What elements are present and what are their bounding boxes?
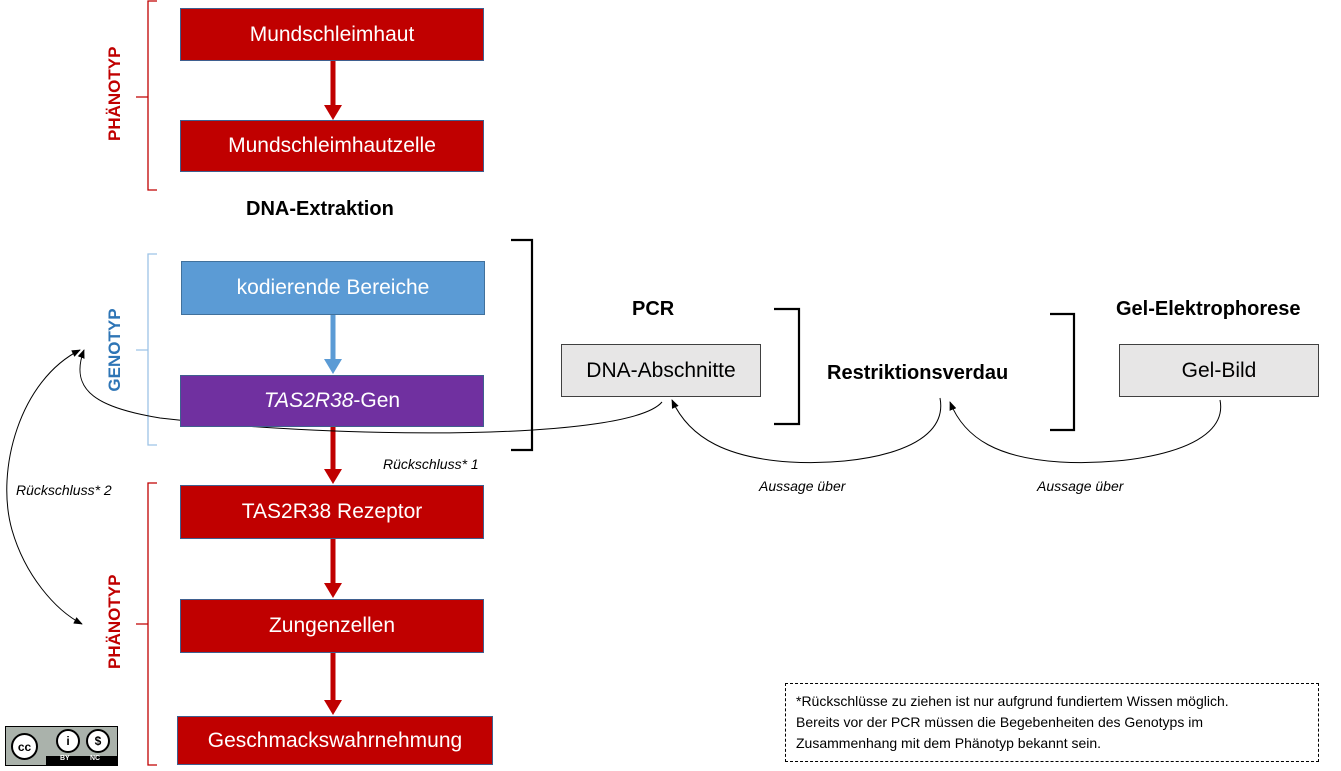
label-gel-elektrophorese: Gel-Elektrophorese	[1116, 298, 1301, 320]
label-aussage-1: Aussage über	[759, 478, 846, 494]
box-gel-bild: Gel-Bild	[1119, 344, 1319, 397]
footnote-line-2: Bereits vor der PCR müssen die Begebenhe…	[796, 714, 1203, 730]
license-strip: BY NC	[46, 755, 117, 765]
attribution-icon: i	[56, 729, 80, 753]
box-zungenzellen: Zungenzellen	[180, 599, 484, 653]
label-pcr: PCR	[632, 298, 675, 320]
label-restriktionsverdau: Restriktionsverdau	[827, 362, 1009, 384]
noncommercial-icon: $	[86, 729, 110, 753]
cc-license-badge: cc i $ BY NC	[5, 726, 118, 766]
footnote-line-1: *Rückschlüsse zu ziehen ist nur aufgrund…	[796, 693, 1229, 709]
label-aussage-2: Aussage über	[1037, 478, 1124, 494]
footnote-line-3: Zusammenhang mit dem Phänotyp bekannt se…	[796, 735, 1102, 751]
aussage-2-curve	[949, 399, 1222, 464]
box-mundschleimhautzelle: Mundschleimhautzelle	[180, 120, 484, 172]
gene-name-italic: TAS2R38	[263, 389, 354, 412]
bracket-phaenotyp-bottom	[136, 482, 157, 766]
label-phaenotyp-bottom: PHÄNOTYP	[105, 574, 124, 669]
bracket-genotyp	[136, 253, 157, 446]
bracket-restriktion	[1050, 312, 1076, 432]
box-tas2r38-gen: TAS2R38-Gen	[180, 375, 484, 427]
box-mundschleimhaut: Mundschleimhaut	[180, 8, 484, 61]
bracket-dna-extraktion	[511, 238, 534, 452]
license-by: BY	[60, 755, 70, 762]
label-genotyp: GENOTYP	[105, 308, 124, 392]
label-rueckschluss-1: Rückschluss* 1	[383, 456, 479, 472]
box-dna-abschnitte: DNA-Abschnitte	[561, 344, 761, 397]
box-geschmackswahrnehmung: Geschmackswahrnehmung	[177, 716, 493, 765]
flow-arrows	[324, 61, 342, 715]
box-kodierende-bereiche: kodierende Bereiche	[181, 261, 485, 315]
footnote-box: *Rückschlüsse zu ziehen ist nur aufgrund…	[785, 683, 1319, 762]
box-tas2r38-rezeptor: TAS2R38 Rezeptor	[180, 485, 484, 539]
license-nc: NC	[90, 755, 101, 762]
label-dna-extraktion: DNA-Extraktion	[246, 198, 394, 220]
label-phaenotyp-top: PHÄNOTYP	[105, 46, 124, 141]
bracket-pcr	[774, 307, 801, 426]
bracket-phaenotyp-top	[136, 0, 157, 191]
gene-suffix: -Gen	[353, 389, 401, 412]
label-rueckschluss-2: Rückschluss* 2	[16, 482, 112, 498]
cc-icon: cc	[11, 733, 38, 760]
rueckschluss-1-curve	[77, 349, 663, 434]
aussage-1-curve	[671, 397, 942, 464]
rueckschluss-2-curve	[6, 349, 83, 625]
